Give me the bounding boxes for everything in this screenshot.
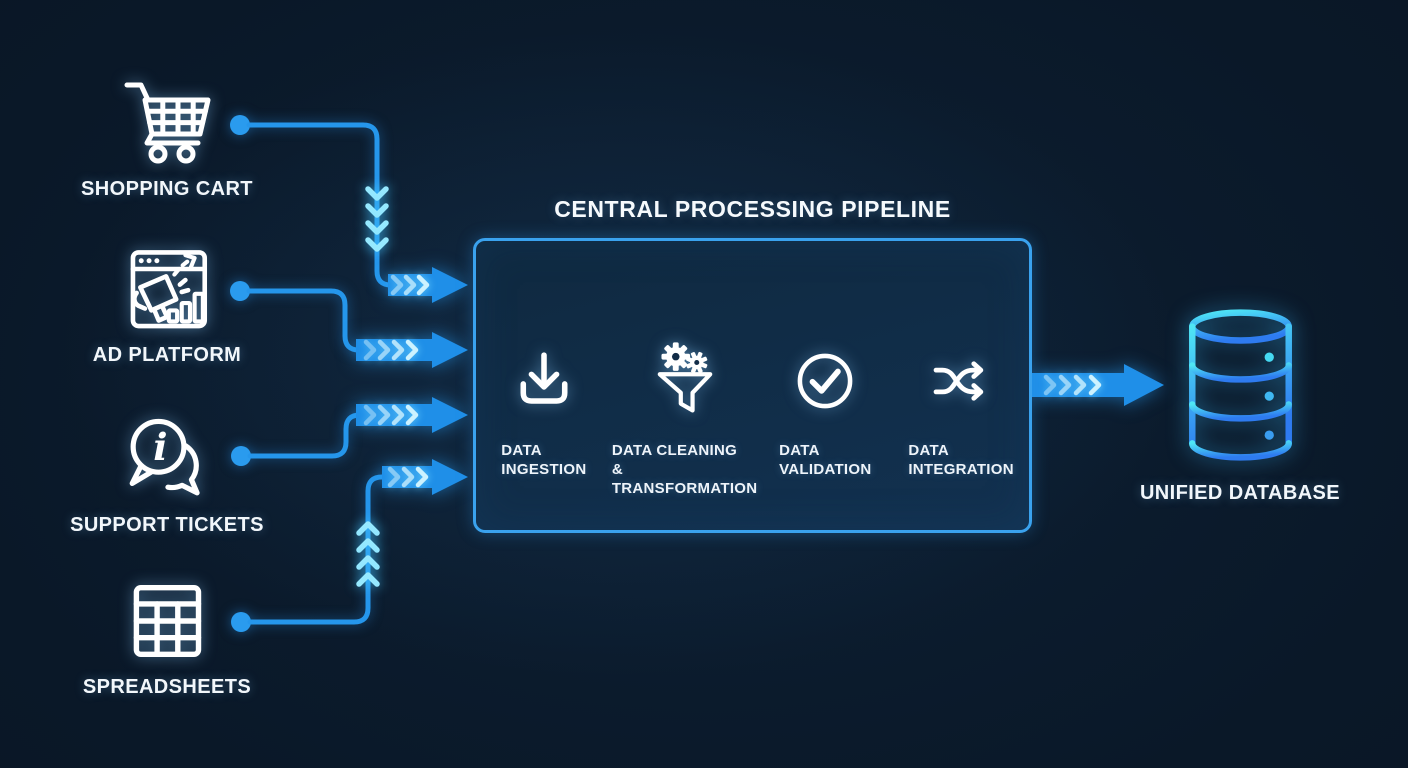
central-pipeline-box: DATA INGESTION (473, 238, 1032, 533)
output-unified-database: UNIFIED DATABASE (1115, 306, 1365, 505)
flow-chevron-trains (356, 186, 389, 587)
stage-label: DATA VALIDATION (779, 442, 872, 478)
funnel-gears-icon (657, 342, 712, 413)
source-label: SUPPORT TICKETS (70, 514, 264, 536)
source-support-tickets: i SUPPORT TICKETS (37, 412, 297, 537)
spreadsheets-icon (133, 585, 202, 657)
check-circle-icon (797, 353, 853, 409)
source-label: SPREADSHEETS (82, 676, 252, 698)
database-icon (1188, 309, 1292, 461)
source-label: AD PLATFORM (92, 344, 242, 366)
stage-data-integration: DATA INTEGRATION (893, 241, 1029, 530)
source-label: SHOPPING CART (81, 178, 253, 200)
support-tickets-icon: i (129, 418, 200, 496)
svg-text:i: i (153, 425, 167, 469)
source-spreadsheets: SPREADSHEETS (37, 576, 297, 699)
download-icon (520, 352, 568, 404)
shopping-cart-icon (124, 82, 211, 164)
source-shopping-cart: SHOPPING CART (37, 70, 297, 201)
stage-data-validation: DATA VALIDATION (757, 241, 893, 530)
stage-label: DATA CLEANING & TRANSFORMATION (611, 442, 758, 497)
connector-lines (230, 115, 399, 632)
source-ad-platform: AD PLATFORM (37, 246, 297, 367)
pipeline-title: CENTRAL PROCESSING PIPELINE (554, 196, 951, 222)
ad-platform-icon (130, 250, 208, 329)
shuffle-icon (933, 361, 984, 401)
output-label: UNIFIED DATABASE (1139, 482, 1341, 504)
stage-data-cleaning: DATA CLEANING & TRANSFORMATION (612, 241, 758, 530)
arrow-chevrons (363, 274, 1102, 488)
stage-label: DATA INGESTION (501, 442, 587, 478)
stage-label: DATA INTEGRATION (908, 442, 1014, 478)
stage-data-ingestion: DATA INGESTION (476, 241, 612, 530)
